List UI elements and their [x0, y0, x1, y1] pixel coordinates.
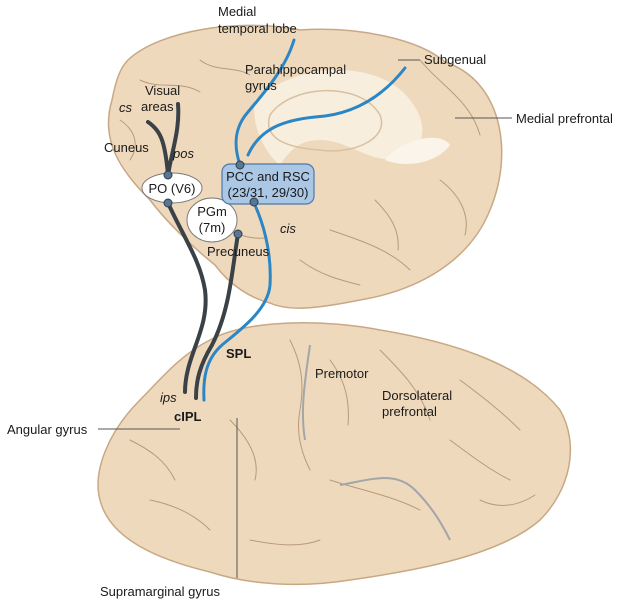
pcc-bottom-node	[249, 197, 259, 207]
medial-sulcus-7	[119, 119, 136, 161]
dorsolateral-label-line2: prefrontal	[382, 404, 437, 419]
pgm-to-cipl-pathway	[194, 232, 240, 400]
angular-gyrus-label: Angular gyrus	[7, 422, 88, 437]
premotor-label: Premotor	[315, 366, 369, 381]
medial-sulcus-6	[299, 259, 361, 286]
medial-temporal-lobe-label-line2: temporal lobe	[218, 21, 297, 36]
visual-areas-label-line1: Visual	[145, 83, 180, 98]
parahippocampal-to-pcc-pathway	[234, 38, 296, 167]
lateral-sulcus-5	[449, 439, 511, 481]
lateral-sulcus-4	[459, 379, 521, 431]
subgenual-to-pcc-pathway	[246, 66, 407, 157]
lateral-sulcus-7	[149, 499, 211, 531]
medial-sulcus-5	[329, 229, 411, 271]
pgm-label-line1: PGm	[197, 204, 227, 219]
pcc-rsc-box	[221, 163, 315, 205]
po-v6-label: PO (V6)	[149, 181, 196, 196]
lateral-sulcus-9	[329, 479, 421, 511]
lateral-sulcus-1	[289, 339, 311, 471]
pgm-region	[186, 197, 238, 243]
cuneus-label: Cuneus	[104, 140, 149, 155]
dorsolateral-label-line1: Dorsolateral	[382, 388, 452, 403]
medial-temporal-lobe-label-line1: Medial	[218, 4, 256, 19]
medial-sulcus-3	[419, 59, 481, 136]
lateral-sulcus-6	[129, 439, 176, 481]
lateral-sulcus-2	[329, 359, 349, 426]
lateral-sulcus-11	[479, 494, 536, 506]
lateral-brain-hemisphere	[97, 322, 572, 586]
medial-sulcus-4	[439, 179, 467, 236]
lateral-sulcus-3	[379, 349, 431, 421]
pos-label: pos	[172, 146, 194, 161]
cis-label: cis	[280, 221, 296, 236]
pgm-node	[233, 229, 243, 239]
po-bottom-node	[163, 198, 173, 208]
central-sulcus	[301, 344, 311, 441]
po-to-cipl-pathway	[166, 201, 208, 394]
precuneus-label: Precuneus	[207, 244, 270, 259]
parahippocampal-label-line2: gyrus	[245, 78, 277, 93]
pcc-to-cipl-pathway	[202, 201, 272, 402]
visual-to-po-pathway	[146, 102, 181, 177]
cipl-label: cIPL	[174, 409, 202, 424]
supramarginal-gyrus-label: Supramarginal gyrus	[100, 584, 220, 599]
fornix-region	[385, 137, 450, 165]
pcc-rsc-label-line2: (23/31, 29/30)	[228, 185, 309, 200]
parahippocampal-label-line1: Parahippocampal	[245, 62, 346, 77]
medial-prefrontal-label: Medial prefrontal	[516, 111, 613, 126]
po-top-node	[163, 170, 173, 180]
medial-sulcus-9	[374, 199, 399, 251]
ips-label: ips	[160, 390, 177, 405]
lateral-sulcus-10	[249, 539, 321, 546]
medial-sulcus-1	[139, 79, 201, 93]
medial-sulcus-2	[199, 59, 251, 76]
pcc-top-node	[235, 160, 245, 170]
lateral-sulcus-8	[229, 419, 257, 481]
thalamus-outline	[267, 89, 383, 152]
pcc-rsc-label-line1: PCC and RSC	[226, 169, 310, 184]
spl-label: SPL	[226, 346, 251, 361]
sylvian-fissure	[339, 477, 451, 541]
cs-label: cs	[119, 100, 133, 115]
pgm-label-line2: (7m)	[199, 220, 226, 235]
subgenual-label: Subgenual	[424, 52, 486, 67]
visual-areas-label-line2: areas	[141, 99, 174, 114]
